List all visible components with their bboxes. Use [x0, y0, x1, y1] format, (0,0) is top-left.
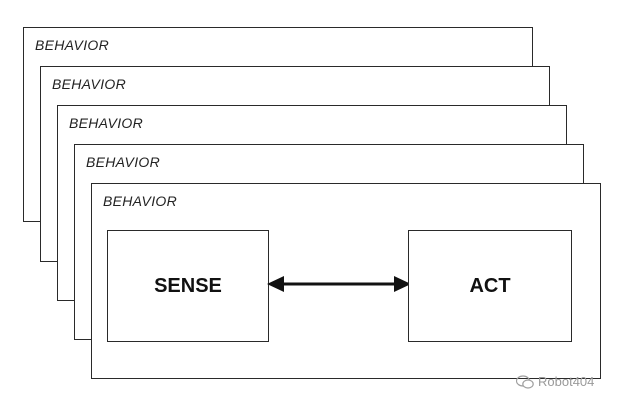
arrow-head-right	[394, 276, 411, 292]
watermark-text: Robot404	[538, 374, 595, 389]
behavior-label: BEHAVIOR	[69, 115, 143, 131]
behavior-label: BEHAVIOR	[35, 37, 109, 53]
act-box: ACT	[408, 230, 572, 342]
bidirectional-arrow	[267, 276, 411, 292]
sense-label: SENSE	[154, 274, 222, 297]
behavior-label: BEHAVIOR	[52, 76, 126, 92]
behavior-label: BEHAVIOR	[86, 154, 160, 170]
sense-box: SENSE	[107, 230, 269, 342]
behavior-label: BEHAVIOR	[103, 193, 177, 209]
wechat-icon	[516, 374, 534, 389]
behavior-layer-5: BEHAVIOR SENSE ACT	[91, 183, 601, 379]
arrow-head-left	[267, 276, 284, 292]
act-label: ACT	[469, 274, 511, 297]
watermark: Robot404	[516, 374, 594, 389]
